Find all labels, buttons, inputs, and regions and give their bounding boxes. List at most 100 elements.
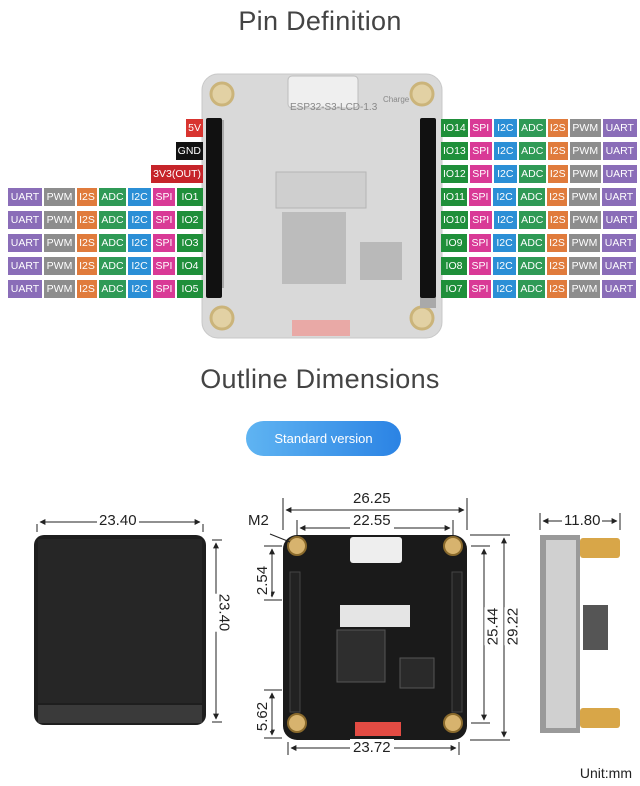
- pin-tag-pwm: PWM: [569, 165, 601, 183]
- pin-tag-spi: SPI: [469, 119, 492, 137]
- dim-board-height: 29.22: [504, 607, 522, 646]
- right-pin-header: [420, 118, 436, 298]
- pin-tag-uart: UART: [8, 257, 42, 275]
- pin-tag-pwm: PWM: [569, 142, 601, 160]
- pin-tag-adc: ADC: [518, 257, 545, 275]
- charge-label: Charge: [383, 95, 410, 104]
- outline-dimensions-title: Outline Dimensions: [200, 364, 440, 394]
- pin-tag-i2s: I2S: [547, 165, 568, 183]
- pin-tag-adc: ADC: [518, 234, 545, 252]
- pin-tag-adc: ADC: [518, 188, 545, 206]
- pin-tag-uart: UART: [602, 280, 636, 298]
- pin-tag-pwm: PWM: [44, 188, 75, 206]
- pin-tag-uart: UART: [602, 257, 636, 275]
- pin-definition-title: Pin Definition: [238, 6, 402, 36]
- pin-tag-spi: SPI: [469, 280, 491, 298]
- pin-tag-pwm: PWM: [44, 257, 75, 275]
- dim-hole-height: 25.44: [484, 607, 502, 646]
- pin-tag-i2c: I2C: [493, 234, 516, 252]
- pin-tag-adc: ADC: [518, 211, 546, 229]
- pin-tag-i2c: I2C: [493, 280, 516, 298]
- pin-tag-i2s: I2S: [547, 257, 567, 275]
- pin-tag-uart: UART: [602, 142, 637, 160]
- pin-label: 5V: [186, 119, 203, 137]
- pin-tag-io: IO14: [441, 119, 468, 137]
- pin-tag-i2c: I2C: [493, 211, 517, 229]
- dim-side-thickness: 11.80: [562, 512, 603, 529]
- power-pin-gnd: GND: [175, 142, 203, 160]
- pin-tag-i2s: I2S: [547, 280, 567, 298]
- pin-tag-i2s: I2S: [547, 142, 568, 160]
- pin-tag-i2c: I2C: [493, 119, 517, 137]
- pin-tag-io: IO13: [441, 142, 468, 160]
- pin-tag-uart: UART: [8, 280, 42, 298]
- pin-tag-spi: SPI: [153, 234, 175, 252]
- pin-tag-spi: SPI: [469, 234, 491, 252]
- pin-tag-i2s: I2S: [77, 234, 97, 252]
- pin-tag-adc: ADC: [518, 280, 545, 298]
- pin-tag-pwm: PWM: [569, 188, 600, 206]
- pin-tag-adc: ADC: [99, 257, 126, 275]
- pin-tag-uart: UART: [8, 234, 42, 252]
- pin-tag-spi: SPI: [469, 257, 491, 275]
- pin-tag-i2c: I2C: [493, 142, 517, 160]
- pin-tag-adc: ADC: [518, 165, 546, 183]
- pin-tag-spi: SPI: [153, 280, 175, 298]
- pin-tag-io: IO11: [441, 188, 467, 206]
- dim-top-offset: 2.54: [254, 565, 272, 596]
- pin-tag-i2c: I2C: [128, 211, 151, 229]
- pin-tag-spi: SPI: [153, 211, 175, 229]
- pin-tag-adc: ADC: [518, 142, 546, 160]
- pin-tag-io: IO5: [177, 280, 203, 298]
- pin-tag-io: IO9: [441, 234, 467, 252]
- pin-tag-pwm: PWM: [569, 280, 600, 298]
- pin-tag-i2s: I2S: [77, 188, 97, 206]
- pin-tag-io: IO12: [441, 165, 468, 183]
- outline-drawings: [34, 498, 621, 755]
- pin-tag-i2s: I2S: [547, 119, 568, 137]
- pin-tag-io: IO4: [177, 257, 203, 275]
- pin-tag-i2c: I2C: [128, 188, 151, 206]
- pin-tag-adc: ADC: [99, 211, 126, 229]
- pin-tag-i2s: I2S: [547, 211, 568, 229]
- unit-label: Unit:mm: [579, 765, 632, 781]
- pin-tag-io: IO2: [177, 211, 203, 229]
- pin-tag-i2c: I2C: [493, 165, 517, 183]
- pin-tag-uart: UART: [602, 119, 637, 137]
- dim-hole-label: M2: [248, 512, 269, 529]
- pin-tag-uart: UART: [602, 188, 636, 206]
- pin-tag-adc: ADC: [99, 188, 126, 206]
- pin-tag-i2s: I2S: [547, 188, 567, 206]
- pin-tag-pwm: PWM: [44, 234, 75, 252]
- pin-tag-uart: UART: [602, 165, 637, 183]
- dim-bottom-width: 23.72: [350, 739, 394, 756]
- pin-tag-i2s: I2S: [547, 234, 567, 252]
- pin-tag-spi: SPI: [153, 188, 175, 206]
- pin-tag-uart: UART: [8, 188, 42, 206]
- pin-tag-io: IO7: [441, 280, 467, 298]
- pin-tag-pwm: PWM: [44, 211, 75, 229]
- dim-lcd-width: 23.40: [97, 512, 139, 529]
- pin-tag-uart: UART: [602, 234, 636, 252]
- pin-tag-i2c: I2C: [128, 280, 151, 298]
- power-pin-3v3: 3V3(OUT): [151, 165, 203, 183]
- pin-tag-adc: ADC: [518, 119, 546, 137]
- standard-version-button[interactable]: Standard version: [246, 421, 401, 456]
- pin-label: GND: [175, 142, 203, 160]
- pin-tag-io: IO1: [177, 188, 203, 206]
- dim-board-outer-width: 26.25: [350, 490, 394, 507]
- pin-tag-io: IO10: [441, 211, 468, 229]
- pin-label: 3V3(OUT): [151, 165, 203, 183]
